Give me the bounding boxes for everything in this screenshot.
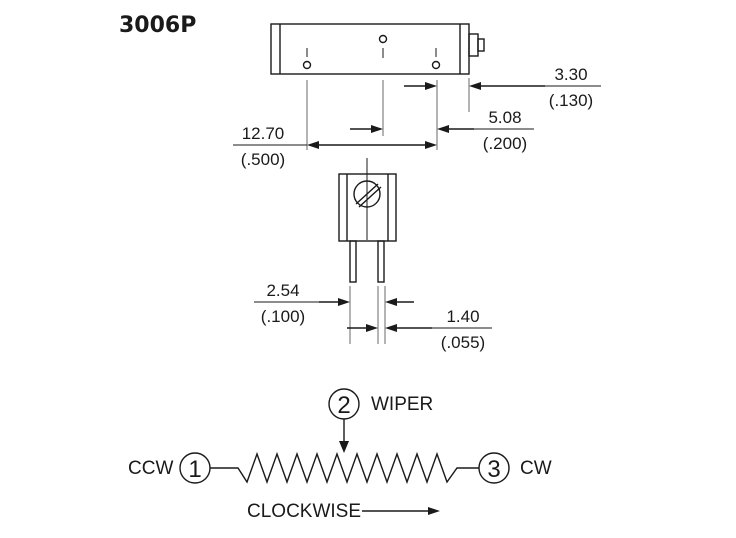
resistor-element: [210, 451, 479, 485]
ccw-terminal: CCW 1: [128, 452, 211, 484]
dim-5-08-in: (.200): [483, 134, 527, 153]
dim-2-54-mm: 2.54: [266, 281, 299, 300]
pin-2-label: WIPER: [371, 394, 433, 415]
clockwise-label: CLOCKWISE: [247, 501, 361, 522]
dim-2-54-in: (.100): [261, 307, 305, 326]
pin-2-number: 2: [337, 392, 350, 419]
dim-3-30-in: (.130): [549, 91, 593, 110]
wiper-terminal: 2 WIPER: [328, 388, 433, 453]
clockwise-indicator: CLOCKWISE: [247, 501, 440, 522]
dim-12-70-mm: 12.70: [242, 124, 285, 143]
dim-1-40-in: (.055): [441, 333, 485, 352]
dim-3-30-mm: 3.30: [554, 65, 587, 84]
dim-5-08-mm: 5.08: [488, 108, 521, 127]
dimension-3-30: 3.30 (.130): [404, 65, 601, 110]
pin-extension-lines: [349, 286, 386, 344]
side-view: [338, 158, 397, 283]
dim-12-70-in: (.500): [241, 150, 285, 169]
pin-3-label: CW: [520, 458, 552, 479]
pin-3-number: 3: [487, 456, 500, 483]
dimension-5-08: 5.08 (.200): [350, 108, 534, 153]
dim-1-40-mm: 1.40: [446, 307, 479, 326]
part-number-title: 3006P: [119, 13, 196, 38]
adjustment-screw-icon: [353, 180, 382, 208]
cw-terminal: 3 CW: [478, 452, 552, 484]
dimension-2-54: 2.54 (.100): [254, 281, 414, 326]
pin-1-number: 1: [188, 456, 201, 483]
arrow-right-icon: [428, 507, 440, 515]
dimension-12-70: 12.70 (.500): [233, 124, 437, 169]
pin-1-label: CCW: [128, 458, 173, 479]
dimension-1-40: 1.40 (.055): [347, 307, 492, 352]
top-view-pins: [302, 34, 441, 70]
extension-lines: [306, 78, 470, 150]
top-view-body: [270, 23, 485, 75]
